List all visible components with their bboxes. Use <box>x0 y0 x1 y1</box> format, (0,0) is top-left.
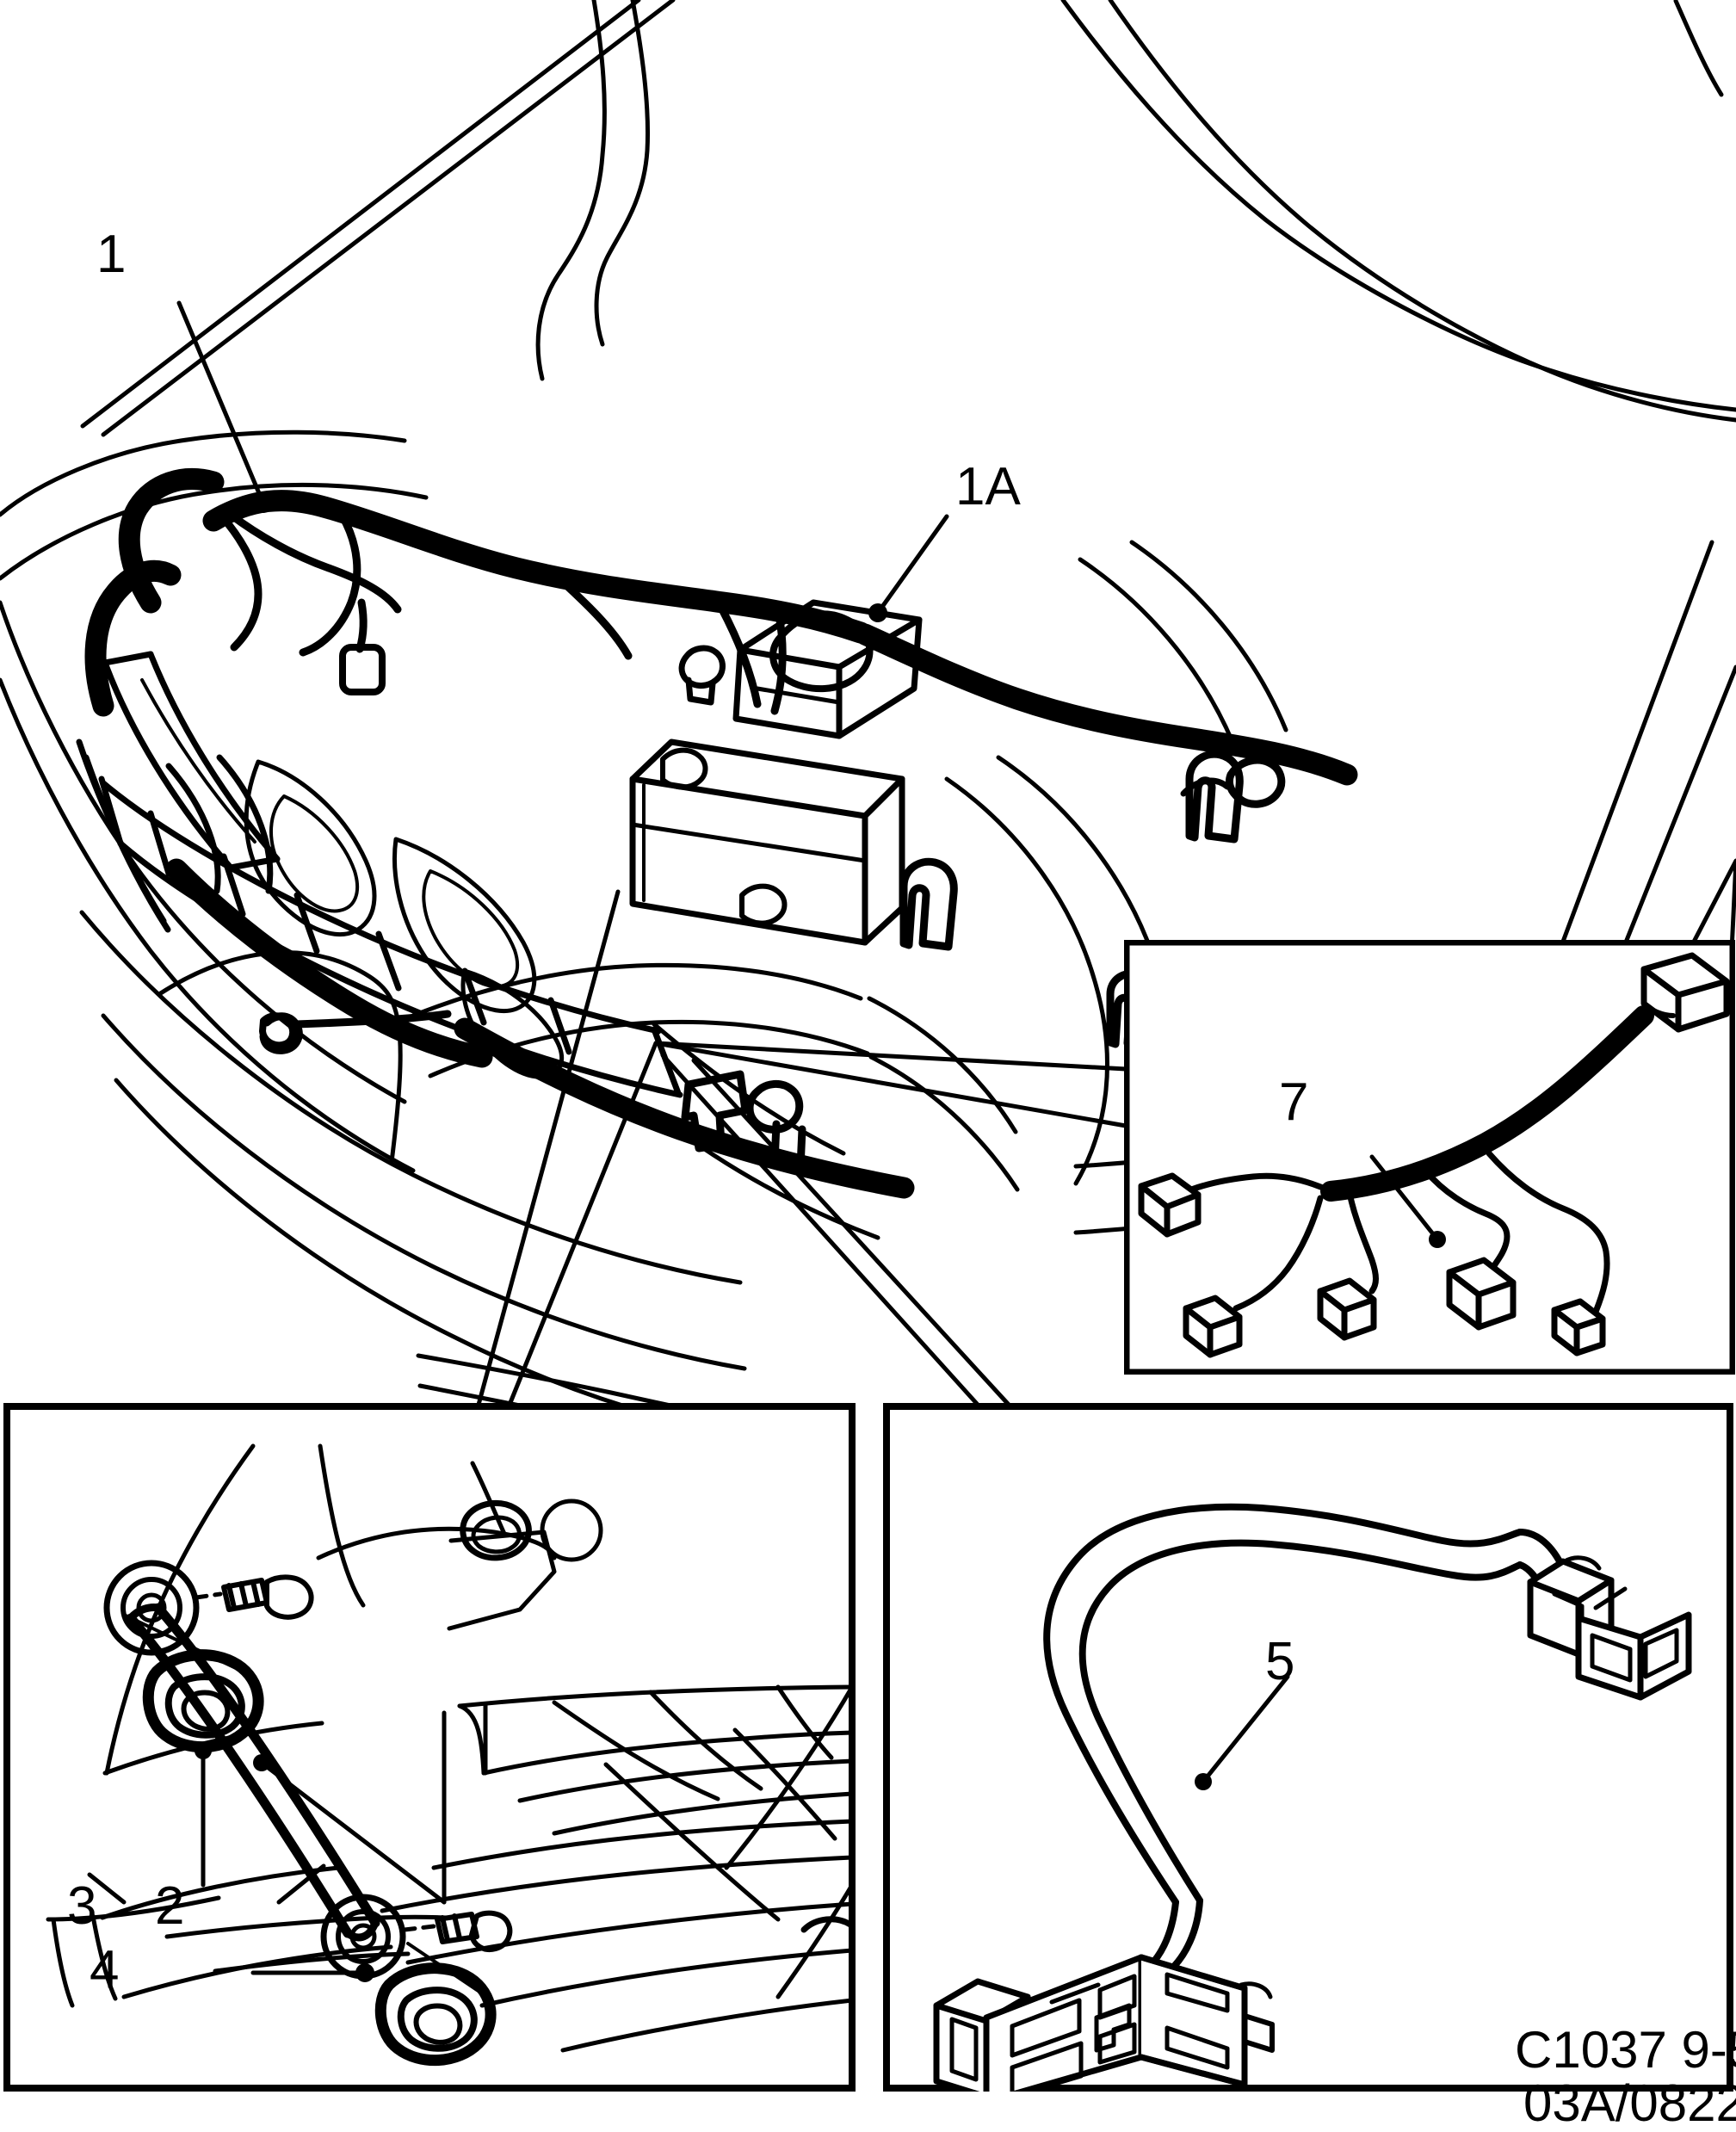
callout-label-2: 2 <box>155 1876 185 1936</box>
inset-connector-leaders <box>476 889 1128 1407</box>
multi-pin-connector <box>933 1954 1275 2092</box>
callout-label-5: 5 <box>1265 1632 1295 1691</box>
inset-panel-sub-harness <box>1124 940 1735 1375</box>
harness-branches <box>1188 1150 1610 1315</box>
pivot-screws <box>221 1574 513 1952</box>
callout-label-1a: 1A <box>955 457 1021 516</box>
inset-border <box>883 1403 1733 2092</box>
lower-bumper-fastener <box>259 1012 297 1049</box>
figure-code-caption: C1037 9-5 <box>1515 2021 1736 2079</box>
radiator-support-panel <box>102 651 281 871</box>
callout-leader-7 <box>1369 1154 1446 1248</box>
grille-and-headlamp-assembly <box>76 738 683 1098</box>
harness-connectors <box>1138 952 1730 1358</box>
callout-label-7: 7 <box>1279 1072 1309 1132</box>
sheet-code-caption: 03A/0822 <box>1523 2074 1736 2132</box>
panel-crease-mark <box>87 1863 326 1905</box>
hex-nut-right <box>800 1916 854 1933</box>
inset-border <box>3 1403 856 2092</box>
callout-label-1: 1 <box>96 225 127 284</box>
inset-panel-jumper-lead <box>883 1403 1733 2092</box>
harness-branch-leads <box>218 510 787 715</box>
hex-nut-top <box>460 1499 603 1562</box>
callout-label-4: 4 <box>90 1940 120 1999</box>
front-wiring-harness <box>84 468 1358 1199</box>
underbody-structure <box>380 1684 855 2053</box>
battery-box <box>629 738 905 946</box>
callout-leader-lines <box>176 300 949 622</box>
inset-panel-hood-linkage <box>3 1403 856 2092</box>
harness-trunk <box>1320 1005 1654 1202</box>
relay-box-bolt <box>678 645 726 706</box>
two-pin-connector <box>1527 1555 1692 1701</box>
inset-callout-leaders <box>122 1613 484 1995</box>
callout-leader-5 <box>1195 1674 1290 1790</box>
callout-label-3: 3 <box>67 1876 97 1936</box>
relay-fuse-box <box>732 599 923 739</box>
upper-pivot-bushing <box>103 1560 223 1656</box>
